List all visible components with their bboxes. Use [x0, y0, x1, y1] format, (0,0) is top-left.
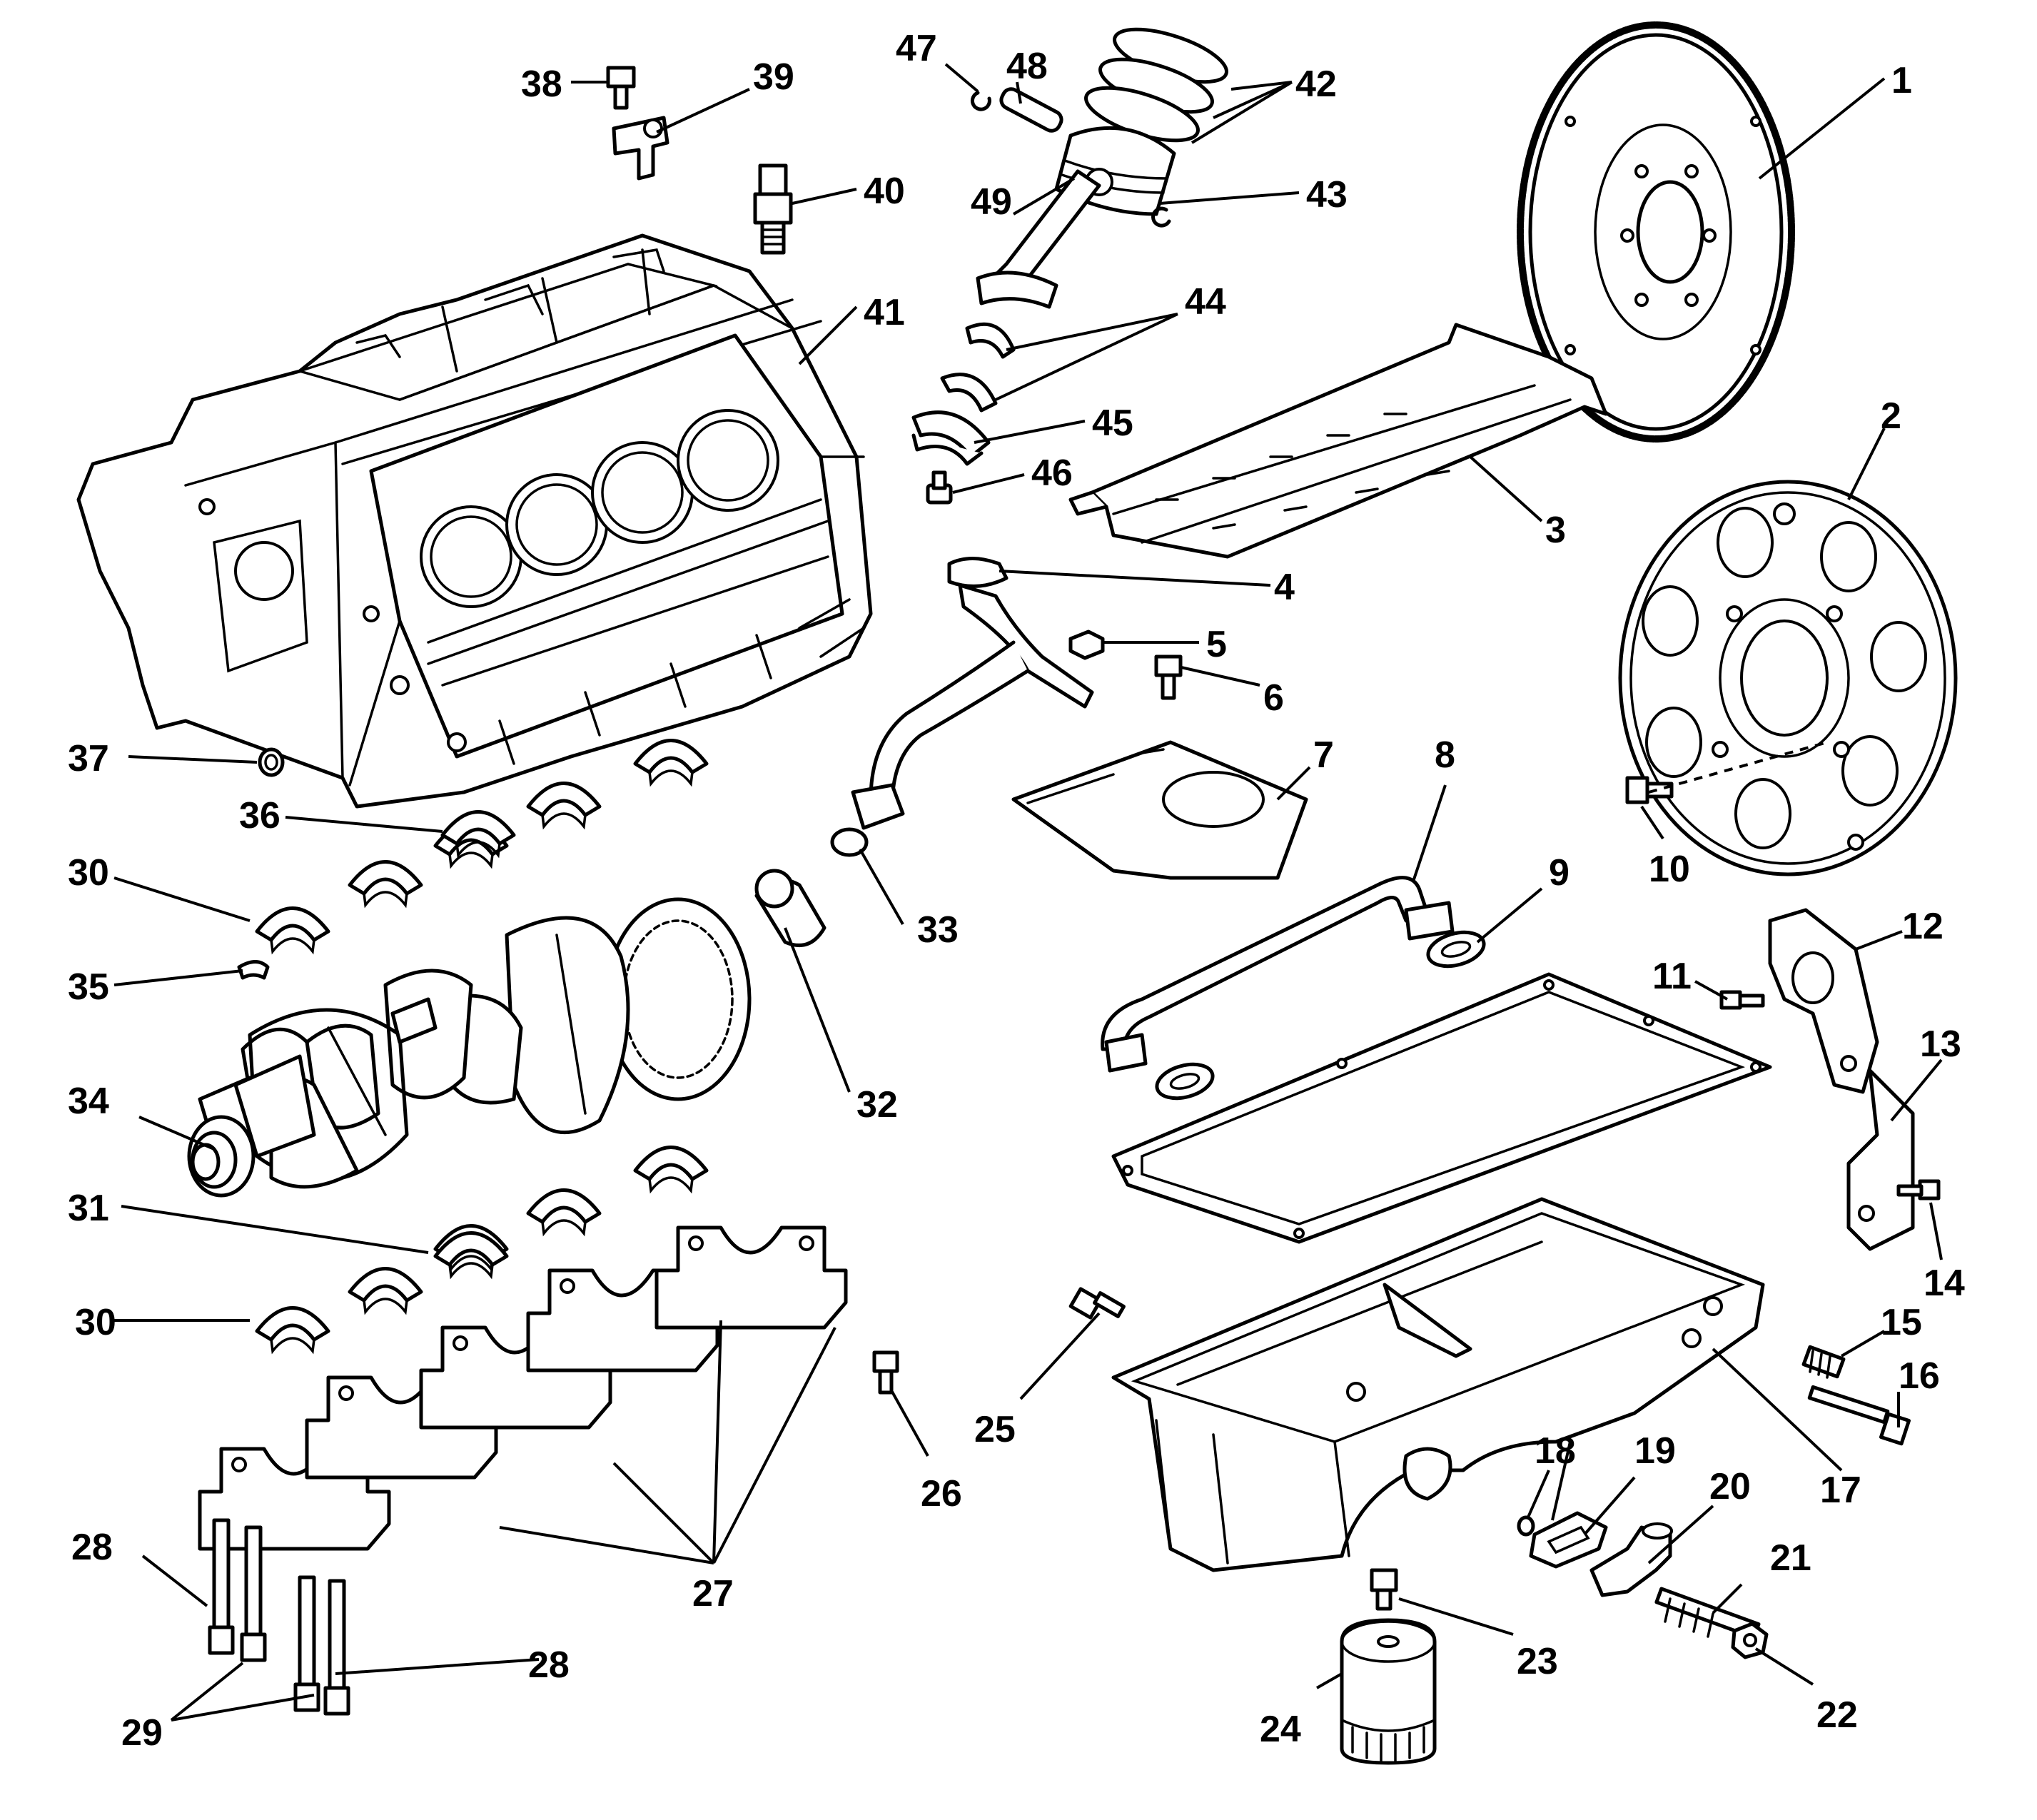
oil-deflector-3 — [1068, 323, 1608, 559]
connecting-rod-49 — [976, 169, 1101, 309]
flexplate-2 — [1618, 480, 1958, 876]
callout-20: 20 — [1709, 1466, 1751, 1507]
callout-23: 23 — [1517, 1641, 1558, 1682]
flywheel-1 — [1517, 21, 1795, 443]
callout-37: 37 — [68, 738, 109, 779]
leader-lines — [113, 63, 1943, 1722]
pin-48 — [999, 87, 1063, 133]
rod-bolt-46 — [926, 470, 953, 505]
bolt-16 — [1807, 1385, 1911, 1446]
callout-11: 11 — [1652, 956, 1692, 997]
plug-37 — [258, 747, 285, 777]
main-caps-27 — [200, 1228, 846, 1549]
stud-15 — [1801, 1345, 1846, 1379]
callout-9: 9 — [1549, 852, 1570, 894]
callout-6: 6 — [1263, 677, 1284, 719]
callout-24: 24 — [1260, 1709, 1301, 1750]
callout-39: 39 — [753, 56, 794, 98]
callout-27: 27 — [692, 1573, 734, 1614]
callout-2: 2 — [1881, 395, 1901, 437]
callout-13: 13 — [1920, 1023, 1961, 1065]
clip-43 — [1151, 206, 1171, 228]
plate-7 — [1011, 740, 1308, 880]
callout-32: 32 — [856, 1084, 898, 1126]
sensor-39 — [612, 116, 669, 181]
gasket-19 — [1529, 1511, 1608, 1569]
callout-40: 40 — [864, 171, 905, 212]
callout-35: 35 — [68, 966, 109, 1008]
callout-38: 38 — [521, 64, 562, 105]
clip-47 — [970, 91, 991, 111]
engine-block — [76, 233, 873, 809]
rod-cap-45 — [911, 410, 991, 466]
callout-34: 34 — [68, 1081, 109, 1122]
callout-28-right: 28 — [528, 1644, 570, 1686]
callout-25: 25 — [974, 1409, 1016, 1450]
oil-pan-gasket — [1111, 972, 1772, 1244]
callout-48: 48 — [1006, 46, 1048, 87]
bolt-26 — [872, 1350, 899, 1395]
stud-21 — [1654, 1587, 1761, 1639]
adapter-20 — [1589, 1522, 1673, 1597]
callout-46: 46 — [1031, 453, 1073, 494]
callout-42: 42 — [1295, 64, 1337, 105]
callout-5: 5 — [1206, 624, 1227, 665]
callout-21: 21 — [1770, 1537, 1811, 1579]
bolt-25 — [1068, 1287, 1126, 1320]
cover-13 — [1846, 1068, 1915, 1251]
callout-31: 31 — [68, 1188, 109, 1229]
bolt-6 — [1154, 654, 1183, 700]
callout-4: 4 — [1274, 567, 1295, 608]
callout-22: 22 — [1816, 1694, 1858, 1736]
callout-17: 17 — [1820, 1470, 1861, 1511]
crankshaft-34 — [187, 897, 752, 1198]
callout-47: 47 — [896, 28, 937, 69]
callout-3: 3 — [1545, 510, 1566, 551]
nut-5 — [1068, 630, 1105, 660]
callout-29: 29 — [121, 1712, 163, 1754]
oring-33 — [830, 827, 869, 857]
callout-49: 49 — [971, 181, 1012, 223]
callout-43: 43 — [1306, 174, 1348, 216]
callout-1: 1 — [1891, 60, 1912, 101]
callout-26: 26 — [921, 1473, 962, 1515]
rod-bearings-44 — [940, 322, 1016, 413]
piston-rings-42 — [1084, 27, 1228, 143]
bolt-14 — [1896, 1179, 1941, 1200]
sensor-40 — [753, 163, 793, 255]
oil-pan-17 — [1111, 1197, 1765, 1572]
callout-28-left: 28 — [71, 1527, 113, 1568]
callout-19: 19 — [1634, 1430, 1676, 1472]
callout-labels: 1 2 3 4 5 6 7 8 9 10 11 12 13 14 15 16 1… — [68, 28, 1965, 1754]
oil-passage-8 — [1101, 876, 1455, 1073]
oil-filter-24 — [1340, 1618, 1437, 1765]
callout-12: 12 — [1902, 906, 1944, 947]
callout-14: 14 — [1924, 1263, 1965, 1304]
seal-18 — [1517, 1515, 1535, 1537]
callout-44: 44 — [1185, 281, 1226, 323]
callout-16: 16 — [1899, 1355, 1940, 1397]
callout-45: 45 — [1092, 403, 1133, 444]
callout-15: 15 — [1881, 1302, 1922, 1343]
callout-30-lower: 30 — [75, 1302, 116, 1343]
cover-12 — [1768, 908, 1879, 1094]
fitting-23 — [1370, 1568, 1398, 1611]
callout-41: 41 — [864, 292, 905, 333]
gasket-9 — [1155, 930, 1486, 1101]
callout-30-upper: 30 — [68, 852, 109, 894]
callout-36: 36 — [239, 795, 280, 836]
callout-10: 10 — [1649, 849, 1690, 890]
oil-pickup-tube-4 — [851, 557, 1094, 830]
callout-8: 8 — [1435, 734, 1455, 776]
key-35 — [237, 960, 270, 980]
callout-33: 33 — [917, 909, 959, 951]
callout-7: 7 — [1313, 734, 1334, 776]
bolt-38 — [606, 66, 636, 110]
callout-18: 18 — [1535, 1430, 1576, 1472]
bushing-32 — [754, 869, 827, 947]
bolt-11 — [1719, 990, 1765, 1010]
